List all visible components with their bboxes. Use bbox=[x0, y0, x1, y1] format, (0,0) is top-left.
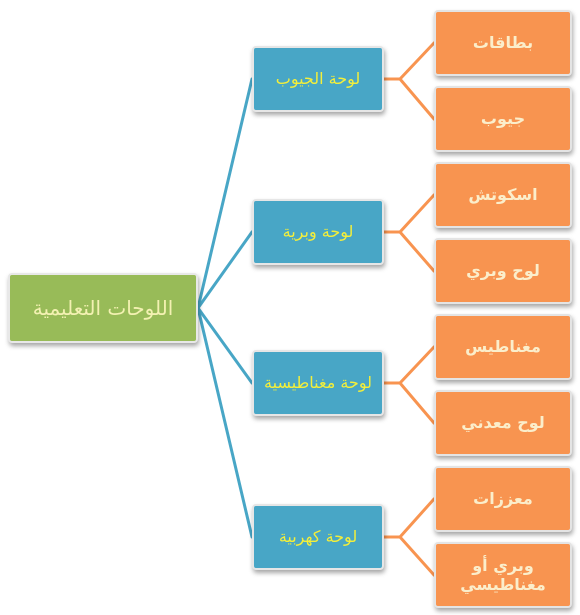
leaf-connector-line bbox=[398, 497, 436, 539]
leaf-node-magnets[interactable]: مغناطيس bbox=[434, 314, 572, 380]
leaf-node-label: مغناطيس bbox=[465, 337, 541, 357]
category-node-felt-board[interactable]: لوحة وبرية bbox=[252, 199, 384, 265]
root-connector-line bbox=[196, 306, 254, 385]
category-node-label: لوحة وبرية bbox=[282, 222, 354, 241]
leaf-connector-line bbox=[398, 345, 436, 385]
leaf-node-pockets[interactable]: جيوب bbox=[434, 86, 572, 152]
leaf-node-label: جيوب bbox=[480, 109, 526, 129]
category-node-pockets-board[interactable]: لوحة الجيوب bbox=[252, 46, 384, 112]
leaf-node-label: اسكوتش bbox=[468, 185, 538, 205]
category-node-label: لوحة الجيوب bbox=[275, 69, 361, 88]
leaf-connector-line bbox=[398, 381, 436, 425]
category-node-magnetic-board[interactable]: لوحة مغناطيسية bbox=[252, 350, 384, 416]
category-node-label: لوحة كهربية bbox=[278, 527, 358, 546]
leaf-node-label: وبري أو مغناطيسي bbox=[460, 555, 546, 594]
category-node-label: لوحة مغناطيسية bbox=[264, 373, 372, 392]
root-connector-line bbox=[196, 306, 254, 539]
root-node-label: اللوحات التعليمية bbox=[32, 296, 174, 320]
leaf-node-felt-or-magnetic[interactable]: وبري أو مغناطيسي bbox=[434, 542, 572, 608]
leaf-connector-line bbox=[398, 41, 436, 81]
root-connector-line bbox=[196, 77, 254, 310]
leaf-node-label: لوح معدني bbox=[461, 413, 545, 433]
leaf-node-label: بطاقات bbox=[472, 33, 534, 53]
leaf-connector-line bbox=[398, 535, 436, 577]
leaf-node-reinforcers[interactable]: معززات bbox=[434, 466, 572, 532]
category-node-electric-board[interactable]: لوحة كهربية bbox=[252, 504, 384, 570]
leaf-connector-line bbox=[398, 193, 436, 234]
leaf-node-label: لوح وبري bbox=[466, 261, 540, 281]
root-connector-line bbox=[196, 230, 254, 310]
root-node[interactable]: اللوحات التعليمية bbox=[8, 273, 198, 343]
leaf-node-scotch[interactable]: اسكوتش bbox=[434, 162, 572, 228]
leaf-node-metal-sheet[interactable]: لوح معدني bbox=[434, 390, 572, 456]
leaf-connector-line bbox=[398, 230, 436, 273]
leaf-node-cards[interactable]: بطاقات bbox=[434, 10, 572, 76]
leaf-node-felt-sheet[interactable]: لوح وبري bbox=[434, 238, 572, 304]
leaf-connector-line bbox=[398, 77, 436, 121]
leaf-node-label: معززات bbox=[473, 489, 533, 509]
